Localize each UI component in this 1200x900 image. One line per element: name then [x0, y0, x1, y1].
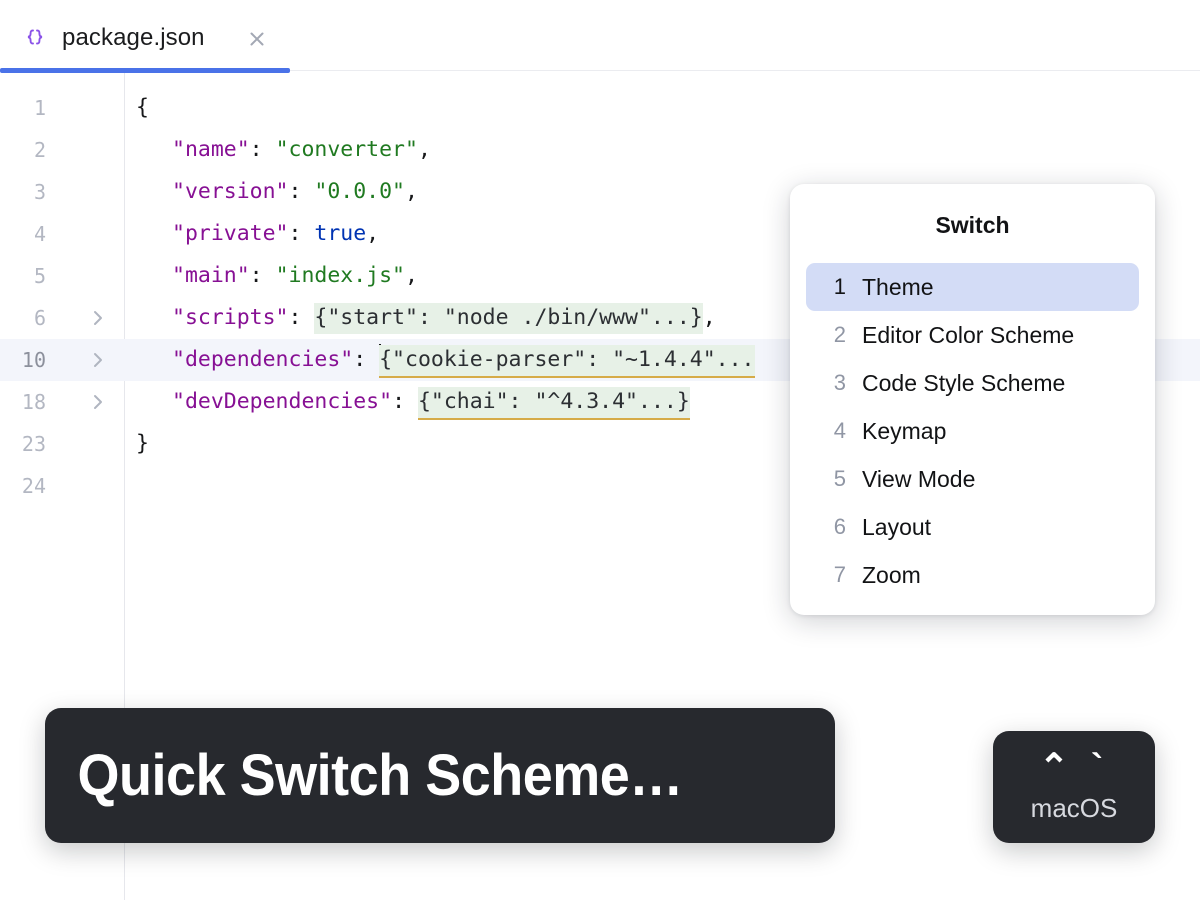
code-token: "main"	[172, 263, 250, 288]
switch-item-number: 6	[833, 514, 846, 539]
line-content: "private": true,	[172, 213, 379, 255]
code-token: "name"	[172, 137, 250, 162]
line-number: 24	[21, 474, 46, 498]
code-token: "scripts"	[172, 305, 289, 330]
tab-active-indicator	[0, 68, 290, 73]
code-token: "version"	[172, 179, 289, 204]
switch-item-zoom[interactable]: 7 Zoom	[806, 551, 1139, 599]
line-content: "name": "converter",	[172, 129, 431, 171]
line-content: "dependencies": {"cookie-parser": "~1.4.…	[172, 339, 755, 381]
code-token: :	[249, 137, 276, 162]
line-number: 5	[33, 264, 46, 288]
line-content: "main": "index.js",	[172, 255, 418, 297]
switch-item-number: 2	[833, 322, 846, 347]
code-token: ,	[702, 305, 716, 330]
code-line[interactable]: 18 "devDependencies": {"chai": "^4.3.4"..…	[0, 381, 1200, 423]
code-token: "devDependencies"	[172, 389, 393, 414]
line-content: {	[136, 87, 149, 129]
code-token: "dependencies"	[172, 347, 354, 372]
code-line[interactable]: 5 "main": "index.js",	[0, 255, 1200, 297]
code-token: "index.js"	[275, 263, 406, 288]
switch-item-label: Layout	[862, 513, 932, 540]
shortcut-keys: ⌃ `	[1038, 746, 1110, 787]
line-number: 18	[21, 390, 46, 414]
switch-item-label: Keymap	[862, 417, 947, 444]
action-banner-text: Quick Switch Scheme…	[77, 743, 684, 808]
shortcut-badge: ⌃ ` macOS	[993, 731, 1155, 843]
code-token: ,	[405, 263, 418, 288]
code-token: :	[249, 263, 276, 288]
code-line[interactable]: 2 "name": "converter",	[0, 129, 1200, 171]
switch-popup[interactable]: Switch 1 Theme 2 Editor Color Scheme 3 Code S…	[790, 184, 1155, 615]
line-content: "scripts": {"start": "node ./bin/www"...…	[172, 297, 716, 339]
switch-item-number: 5	[833, 466, 846, 491]
editor-tabbar: package.json	[0, 0, 1200, 73]
tab-package-json[interactable]: package.json	[0, 0, 290, 73]
chevron-right-icon[interactable]	[88, 392, 108, 412]
switch-item-number: 7	[833, 562, 846, 587]
switch-item-number: 1	[833, 274, 846, 299]
code-token: "converter"	[275, 137, 418, 162]
code-token: :	[392, 389, 418, 414]
switch-item-editor-color-scheme[interactable]: 2 Editor Color Scheme	[806, 311, 1139, 359]
tab-title: package.json	[62, 24, 205, 51]
code-line[interactable]: 23}	[0, 423, 1200, 465]
code-token: {	[136, 95, 149, 120]
switch-item-layout[interactable]: 6 Layout	[806, 503, 1139, 551]
code-line[interactable]: 1{	[0, 87, 1200, 129]
code-token: :	[288, 221, 315, 246]
tabbar-divider	[0, 70, 1200, 71]
code-token: ,	[405, 179, 418, 204]
switch-popup-list: 1 Theme 2 Editor Color Scheme 3 Code Style Sc…	[790, 263, 1155, 599]
code-token: ,	[417, 137, 431, 162]
switch-item-label: Theme	[862, 273, 934, 300]
line-number: 6	[33, 306, 46, 330]
code-line[interactable]: 24	[0, 465, 1200, 507]
close-icon[interactable]	[246, 28, 268, 50]
code-token: ,	[366, 221, 380, 246]
line-content: "version": "0.0.0",	[172, 171, 418, 213]
line-content: "devDependencies": {"chai": "^4.3.4"...}	[172, 381, 690, 423]
code-token: :	[353, 347, 380, 372]
switch-item-keymap[interactable]: 4 Keymap	[806, 407, 1139, 455]
line-number: 3	[33, 180, 46, 204]
gutter-divider	[124, 73, 125, 900]
switch-item-code-style-scheme[interactable]: 3 Code Style Scheme	[806, 359, 1139, 407]
code-token: :	[288, 179, 315, 204]
chevron-right-icon[interactable]	[88, 350, 108, 370]
code-line[interactable]: 4 "private": true,	[0, 213, 1200, 255]
switch-item-label: Code Style Scheme	[862, 369, 1066, 396]
folded-region[interactable]: {"chai": "^4.3.4"...}	[417, 387, 690, 420]
json-braces-icon	[22, 25, 48, 51]
line-number: 2	[33, 138, 46, 162]
chevron-right-icon[interactable]	[88, 308, 108, 328]
line-content: }	[136, 423, 149, 465]
code-line[interactable]: 3 "version": "0.0.0",	[0, 171, 1200, 213]
switch-popup-title: Switch	[935, 212, 1010, 238]
line-number: 4	[33, 222, 46, 246]
switch-item-theme[interactable]: 1 Theme	[806, 263, 1139, 311]
switch-item-label: Zoom	[862, 561, 921, 588]
switch-item-label: Editor Color Scheme	[862, 321, 1075, 348]
switch-item-label: View Mode	[862, 465, 976, 492]
action-banner: Quick Switch Scheme…	[45, 708, 835, 843]
code-token: "private"	[172, 221, 289, 246]
code-token: }	[136, 431, 149, 456]
switch-item-number: 3	[833, 370, 846, 395]
folded-region[interactable]: {"start": "node ./bin/www"...}	[314, 303, 703, 334]
shortcut-os-label: macOS	[1030, 793, 1118, 823]
switch-item-view-mode[interactable]: 5 View Mode	[806, 455, 1139, 503]
line-number: 10	[21, 348, 46, 372]
folded-region[interactable]: {"cookie-parser": "~1.4.4"...	[379, 345, 755, 378]
line-number: 23	[21, 432, 46, 456]
code-token: true	[314, 221, 367, 246]
code-token: "0.0.0"	[314, 179, 405, 204]
switch-item-number: 4	[833, 418, 846, 443]
code-line[interactable]: 6 "scripts": {"start": "node ./bin/www"..…	[0, 297, 1200, 339]
line-number: 1	[33, 96, 46, 120]
code-token: :	[288, 305, 315, 330]
